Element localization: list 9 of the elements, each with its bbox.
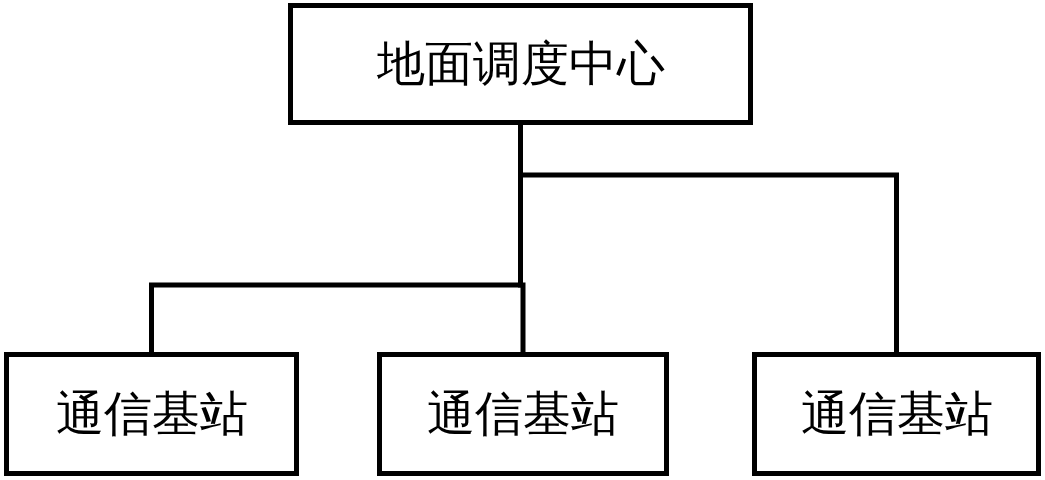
station-box [4, 352, 299, 476]
center-box [288, 3, 753, 125]
station-box [377, 352, 669, 476]
box-label: 通信基站 [800, 384, 993, 443]
box-label: 地面调度中心 [376, 34, 665, 93]
connector-line [518, 125, 899, 352]
station-box [752, 352, 1041, 476]
box-label: 通信基站 [427, 384, 619, 443]
box-label: 通信基站 [55, 384, 248, 443]
